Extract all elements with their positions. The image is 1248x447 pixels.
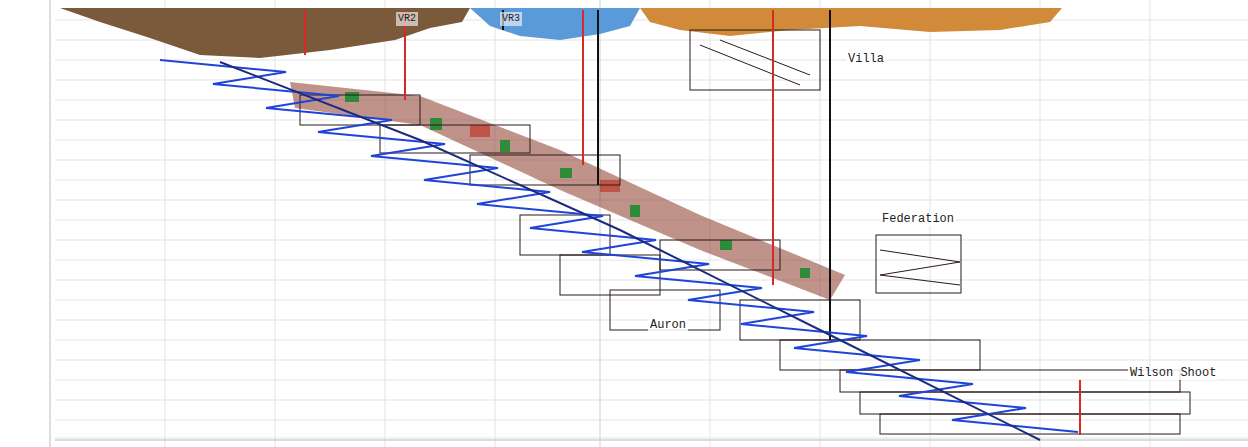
area-label: Auron	[648, 318, 688, 332]
terrain	[60, 8, 1062, 58]
shafts	[305, 10, 1080, 435]
area-label: Wilson Shoot	[1128, 366, 1218, 380]
ore-body	[290, 82, 845, 300]
decline-trend	[220, 62, 1040, 440]
area-label: Villa	[846, 52, 886, 66]
shaft-label: VR2	[396, 12, 418, 26]
shaft-label: VR3	[500, 12, 522, 26]
black-shafts	[503, 10, 830, 340]
grid	[55, 0, 1248, 447]
decline	[160, 60, 1078, 432]
stope-outlines	[300, 30, 1190, 434]
axis-ticks	[50, 0, 1248, 447]
area-label: Federation	[880, 212, 956, 226]
